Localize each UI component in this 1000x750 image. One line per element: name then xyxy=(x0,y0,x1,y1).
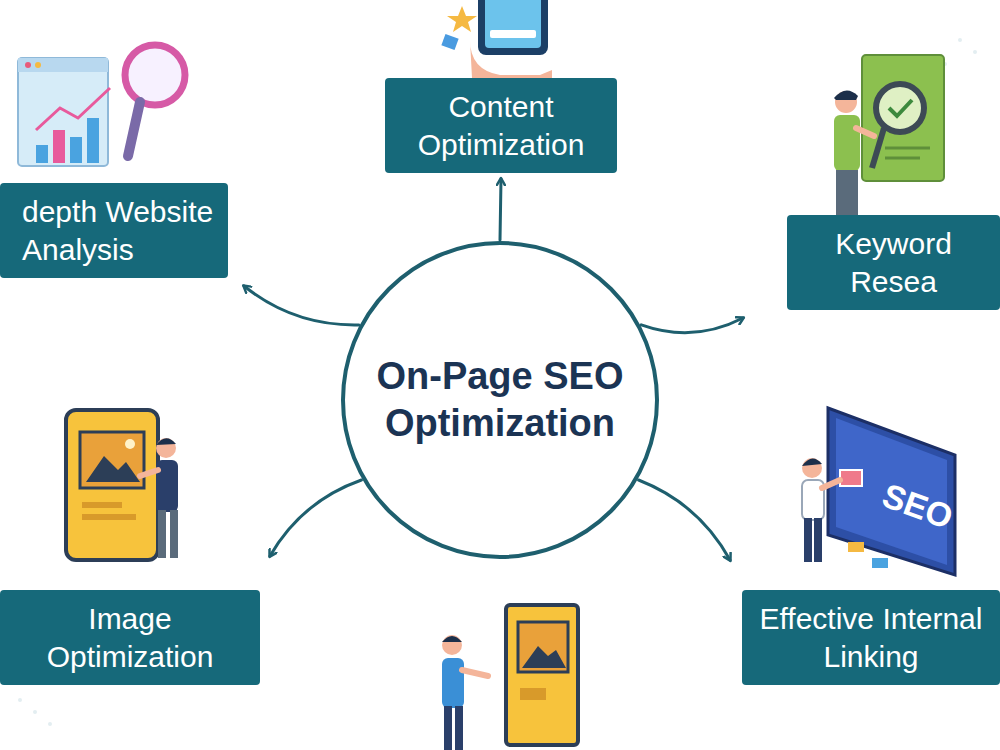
seo-board-illustration: SEO xyxy=(802,408,958,575)
arrow-connector xyxy=(641,318,743,333)
arrow-connector xyxy=(500,179,501,240)
topic-box: Effective Internal Linking xyxy=(742,590,1000,685)
topic-box: depth Website Analysis xyxy=(0,183,228,278)
analysis-illustration xyxy=(18,45,185,166)
topic-box: Image Optimization xyxy=(0,590,260,685)
arrow-connector xyxy=(639,480,730,560)
phone-hand-illustration xyxy=(441,0,552,78)
topic-label: Keyword Resea xyxy=(801,225,986,300)
topic-box: Content Optimization xyxy=(385,78,617,173)
topic-label: Image Optimization xyxy=(14,600,246,675)
arrow-connector xyxy=(270,480,361,556)
image-card-illustration xyxy=(442,605,578,750)
circle-outline xyxy=(340,240,660,560)
topic-label: Content Optimization xyxy=(399,88,603,163)
topic-box: Keyword Resea xyxy=(787,215,1000,310)
arrow-connector xyxy=(244,286,359,325)
topic-label: depth Website Analysis xyxy=(22,193,214,268)
phone-image-illustration xyxy=(66,410,178,560)
svg-text:SEO: SEO xyxy=(878,476,958,536)
center-title: On-Page SEO Optimization xyxy=(365,353,635,448)
keyword-research-illustration xyxy=(834,55,944,215)
topic-label: Effective Internal Linking xyxy=(756,600,986,675)
center-circle: On-Page SEO Optimization xyxy=(340,240,660,560)
